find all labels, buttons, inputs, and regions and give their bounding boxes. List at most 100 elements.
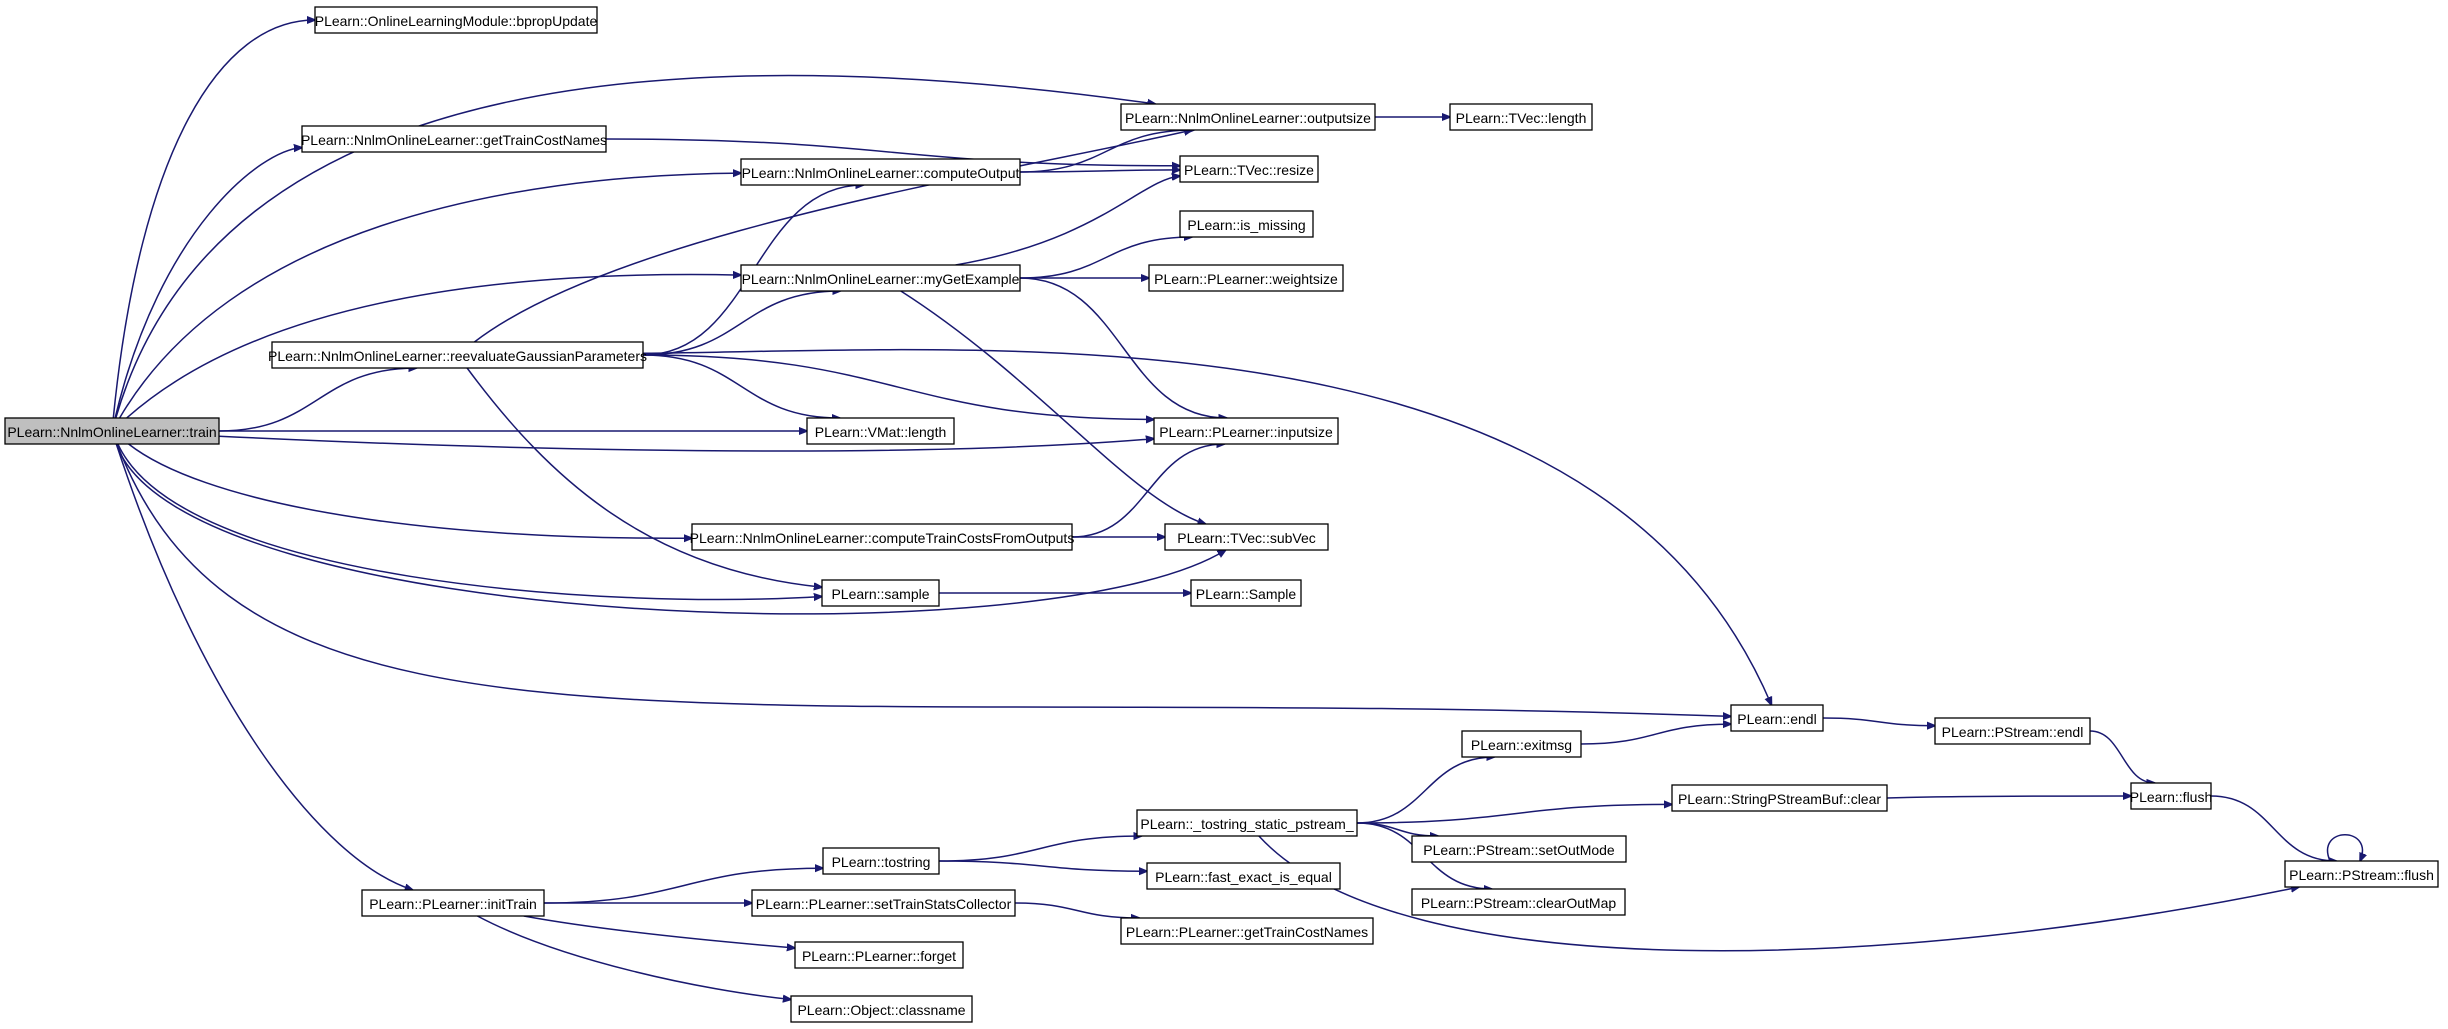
node-forget[interactable]: PLearn::PLearner::forget: [794, 941, 964, 969]
node-label: PLearn::OnlineLearningModule::bpropUpdat…: [315, 13, 598, 29]
node-classname[interactable]: PLearn::Object::classname: [790, 995, 973, 1023]
node-box[interactable]: [821, 579, 940, 607]
edge-reeval-endl: [642, 348, 1772, 705]
node-box[interactable]: [1461, 730, 1582, 758]
edge-train-bprop: [112, 20, 315, 419]
node-label: PLearn::PStream::flush: [2289, 867, 2434, 883]
edge-train-subvec: [115, 443, 1225, 615]
node-tostring[interactable]: PLearn::tostring: [822, 847, 940, 875]
node-gtcn2[interactable]: PLearn::PLearner::getTrainCostNames: [1120, 917, 1374, 945]
node-label: PLearn::PLearner::setTrainStatsCollector: [756, 896, 1012, 912]
node-label: PLearn::_tostring_static_pstream_: [1140, 816, 1353, 832]
node-box[interactable]: [1179, 155, 1319, 183]
edge-train-ctcfo: [128, 443, 692, 538]
node-setout[interactable]: PLearn::PStream::setOutMode: [1411, 835, 1627, 863]
node-box[interactable]: [1164, 523, 1329, 551]
node-box[interactable]: [1671, 784, 1888, 812]
edge-train-insz: [218, 436, 1154, 452]
node-psflush[interactable]: PLearn::PStream::flush: [2284, 860, 2439, 888]
edge-reeval-mygetex: [642, 291, 840, 356]
node-label: PLearn::TVec::resize: [1184, 162, 1314, 178]
node-psendl[interactable]: PLearn::PStream::endl: [1934, 717, 2091, 745]
node-box[interactable]: [1120, 103, 1376, 131]
node-sample[interactable]: PLearn::sample: [821, 579, 940, 607]
node-label: PLearn::PLearner::getTrainCostNames: [1126, 924, 1368, 940]
node-box[interactable]: [1190, 579, 1302, 607]
node-box[interactable]: [1136, 809, 1358, 837]
node-box[interactable]: [691, 523, 1073, 551]
node-box[interactable]: [1146, 862, 1341, 890]
node-box[interactable]: [790, 995, 973, 1023]
node-box[interactable]: [1411, 888, 1626, 916]
edge-flush-psflush: [2210, 795, 2336, 861]
node-clearout[interactable]: PLearn::PStream::clearOutMap: [1411, 888, 1626, 916]
node-resize[interactable]: PLearn::TVec::resize: [1179, 155, 1319, 183]
node-train[interactable]: PLearn::NnlmOnlineLearner::train: [4, 417, 220, 445]
edge-inittrain-tostring: [543, 868, 823, 904]
node-box[interactable]: [751, 889, 1016, 917]
node-bprop[interactable]: PLearn::OnlineLearningModule::bpropUpdat…: [314, 6, 598, 34]
node-label: PLearn::StringPStreamBuf::clear: [1678, 791, 1881, 807]
node-settss[interactable]: PLearn::PLearner::setTrainStatsCollector: [751, 889, 1016, 917]
node-label: PLearn::PLearner::forget: [802, 948, 956, 964]
node-exitmsg[interactable]: PLearn::exitmsg: [1461, 730, 1582, 758]
edge-tostring-tostr_ps: [938, 836, 1142, 862]
node-label: PLearn::PStream::endl: [1942, 724, 2084, 740]
node-spsbclear[interactable]: PLearn::StringPStreamBuf::clear: [1671, 784, 1888, 812]
node-label: PLearn::TVec::subVec: [1177, 530, 1316, 546]
node-box[interactable]: [740, 264, 1021, 292]
edge-spsbclear-flush: [1886, 796, 2131, 798]
node-outsz[interactable]: PLearn::NnlmOnlineLearner::outputsize: [1120, 103, 1376, 131]
node-Sample[interactable]: PLearn::Sample: [1190, 579, 1302, 607]
node-box[interactable]: [806, 417, 955, 445]
node-box[interactable]: [314, 6, 598, 34]
node-box[interactable]: [1148, 264, 1344, 292]
node-box[interactable]: [1730, 704, 1824, 732]
node-vmlen[interactable]: PLearn::VMat::length: [806, 417, 955, 445]
edge-train-gtcn1: [114, 148, 302, 419]
node-box[interactable]: [1153, 417, 1339, 445]
node-box[interactable]: [361, 889, 545, 917]
node-box[interactable]: [2284, 860, 2439, 888]
edge-mygetex-insz: [1019, 277, 1227, 418]
node-box[interactable]: [1411, 835, 1627, 863]
node-subvec[interactable]: PLearn::TVec::subVec: [1164, 523, 1329, 551]
node-insz[interactable]: PLearn::PLearner::inputsize: [1153, 417, 1339, 445]
node-wsize[interactable]: PLearn::PLearner::weightsize: [1148, 264, 1344, 292]
node-label: PLearn::sample: [831, 586, 929, 602]
edge-inittrain-classname: [477, 915, 791, 1000]
node-compout[interactable]: PLearn::NnlmOnlineLearner::computeOutput: [740, 158, 1021, 186]
node-gtcn1[interactable]: PLearn::NnlmOnlineLearner::getTrainCostN…: [301, 125, 607, 153]
node-box[interactable]: [1449, 103, 1593, 131]
node-box[interactable]: [1120, 917, 1374, 945]
node-fastexact[interactable]: PLearn::fast_exact_is_equal: [1146, 862, 1341, 890]
node-flush[interactable]: PLearn::flush: [2130, 782, 2213, 810]
node-box[interactable]: [822, 847, 940, 875]
node-ismiss[interactable]: PLearn::is_missing: [1179, 210, 1314, 238]
node-label: PLearn::NnlmOnlineLearner::outputsize: [1125, 110, 1371, 126]
node-box[interactable]: [1934, 717, 2091, 745]
node-box[interactable]: [271, 341, 644, 369]
node-box[interactable]: [794, 941, 964, 969]
node-label: PLearn::Object::classname: [797, 1002, 965, 1018]
node-label: PLearn::PLearner::initTrain: [369, 896, 537, 912]
node-reeval[interactable]: PLearn::NnlmOnlineLearner::reevaluateGau…: [268, 341, 647, 369]
node-box[interactable]: [2130, 782, 2212, 810]
node-label: PLearn::NnlmOnlineLearner::computeOutput: [742, 165, 1020, 181]
edge-ctcfo-insz: [1071, 444, 1225, 538]
node-mygetex[interactable]: PLearn::NnlmOnlineLearner::myGetExample: [740, 264, 1021, 292]
node-inittrain[interactable]: PLearn::PLearner::initTrain: [361, 889, 545, 917]
node-ctcfo[interactable]: PLearn::NnlmOnlineLearner::computeTrainC…: [690, 523, 1075, 551]
node-box[interactable]: [4, 417, 220, 445]
node-endl[interactable]: PLearn::endl: [1730, 704, 1824, 732]
node-box[interactable]: [301, 125, 607, 153]
edge-tostr_ps-exitmsg: [1356, 757, 1494, 824]
edge-inittrain-forget: [523, 915, 795, 948]
edge-reeval-vmlen: [642, 354, 840, 418]
node-box[interactable]: [1179, 210, 1314, 238]
node-label: PLearn::tostring: [832, 854, 931, 870]
node-box[interactable]: [740, 158, 1021, 186]
node-tostr_ps[interactable]: PLearn::_tostring_static_pstream_: [1136, 809, 1358, 837]
node-tvlen[interactable]: PLearn::TVec::length: [1449, 103, 1593, 131]
edge-compout-resize: [1019, 170, 1180, 172]
